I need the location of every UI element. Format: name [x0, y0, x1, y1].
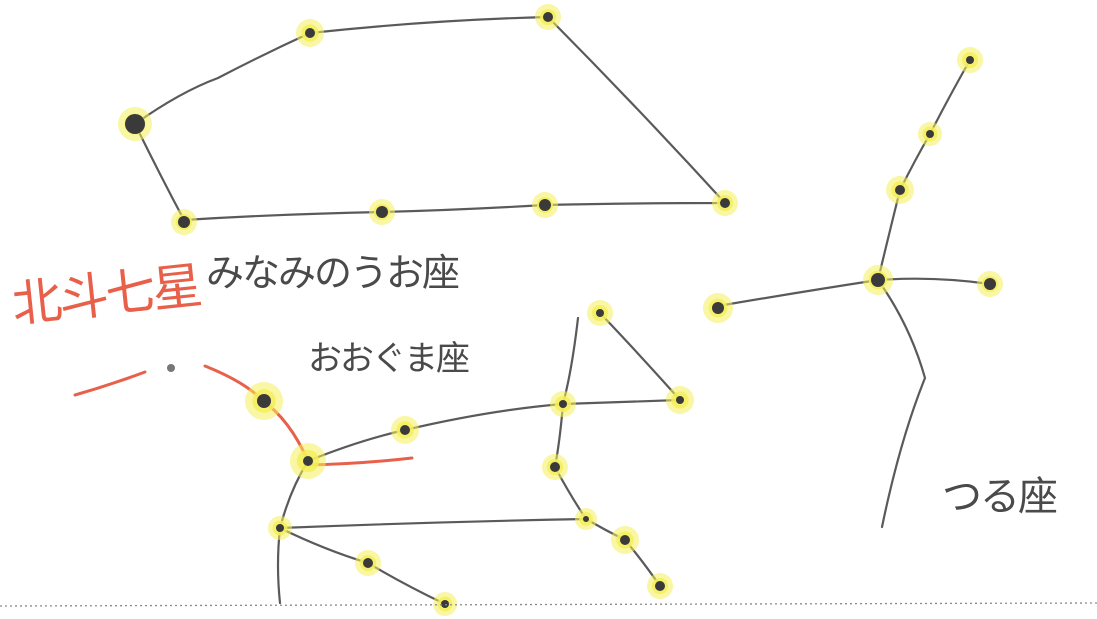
star-icon [535, 4, 561, 30]
constellation-tsuru [716, 58, 992, 529]
star-core [655, 581, 665, 591]
star-core [363, 558, 373, 568]
minaminouo-outline [133, 15, 727, 222]
star-core [676, 396, 684, 404]
hokuto-red-dash [73, 370, 147, 397]
hokuto-marks [73, 364, 414, 467]
star-icon [296, 19, 324, 47]
star-core [583, 516, 589, 522]
star-icon [532, 192, 558, 218]
tsuru-tail [876, 278, 927, 529]
label-hokuto: 北斗七星 [9, 257, 202, 334]
star-icon [391, 416, 419, 444]
ookuma-body-top [306, 398, 682, 463]
ookuma-head [598, 311, 682, 402]
star-icon [977, 271, 1003, 297]
ookuma-front-leg [553, 465, 662, 588]
star-icon [171, 209, 197, 235]
label-ookuma: おおぐま座 [308, 339, 469, 379]
star-icon [611, 526, 639, 554]
star-core [543, 12, 553, 22]
star-icon [290, 443, 326, 479]
star-core [125, 114, 145, 134]
star-core [712, 302, 724, 314]
star-icon [886, 176, 914, 204]
star-core [620, 535, 630, 545]
star-icon [587, 300, 613, 326]
star-icon [918, 122, 942, 146]
star-icon [245, 382, 283, 420]
label-minaminouo: みなみのうお座 [206, 251, 459, 295]
star-core [550, 462, 560, 472]
star-core [167, 364, 175, 372]
tsuru-wings [716, 277, 992, 308]
star-icon [957, 47, 983, 73]
star-core [895, 185, 905, 195]
star-icon [703, 293, 733, 323]
star-core [539, 199, 551, 211]
star-core [984, 278, 996, 290]
star-core [720, 198, 730, 208]
star-core [400, 425, 410, 435]
star-icon [575, 508, 597, 530]
star-core [376, 206, 388, 218]
star-core [966, 56, 974, 64]
star-icon [542, 454, 568, 480]
star-core [871, 273, 885, 287]
star-core [276, 524, 284, 532]
star-icon [666, 386, 694, 414]
star-icon [268, 516, 292, 540]
star-icon [550, 391, 576, 417]
stars [118, 4, 1003, 616]
label-tsuru: つる座 [942, 474, 1057, 520]
star-icon [369, 199, 395, 225]
star-core [441, 600, 449, 608]
star-core [178, 216, 190, 228]
star-core [305, 28, 315, 38]
star-core [596, 309, 604, 317]
star-icon [118, 107, 152, 141]
star-core [303, 456, 313, 466]
tsuru-neck [876, 58, 972, 282]
star-core [257, 394, 271, 408]
bottom-dotted-line [0, 602, 1097, 607]
constellation-minaminouo [133, 15, 727, 222]
star-icon [863, 265, 893, 295]
star-icon [647, 573, 673, 599]
small-star-icon [167, 364, 175, 372]
star-icon [433, 592, 457, 616]
star-icon [712, 190, 738, 216]
star-icon [355, 550, 381, 576]
star-core [926, 130, 934, 138]
star-core [559, 400, 567, 408]
ookuma-belly [278, 517, 588, 530]
